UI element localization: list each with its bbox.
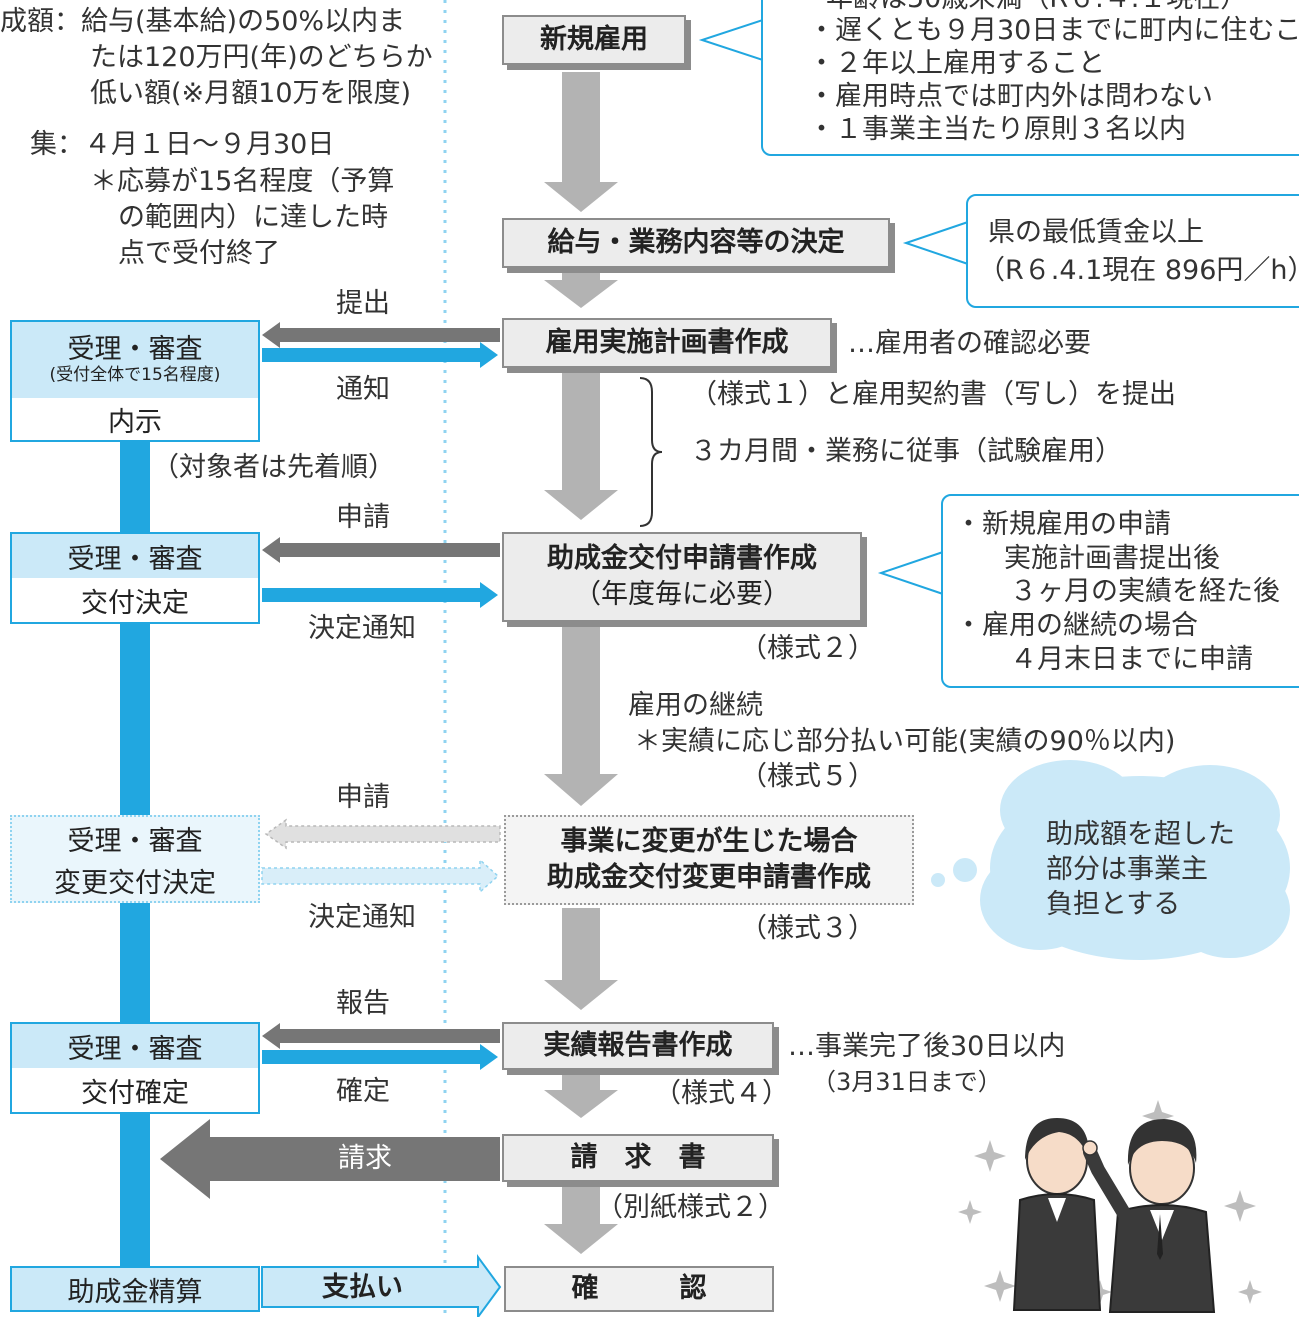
step-plan: 雇用実施計画書作成: [502, 318, 832, 368]
callout-hire-conditions: [761, 0, 1299, 156]
cloud-line-1: 部分は事業主: [1046, 854, 1208, 885]
review-4-title: 受理・審査: [12, 1024, 258, 1068]
review-3-title: 受理・審査: [67, 825, 203, 857]
review-3-result: 変更交付決定: [54, 867, 216, 899]
step-report: 実績報告書作成: [502, 1022, 774, 1070]
review-4-result: 交付確定: [81, 1077, 189, 1109]
target-note: （対象者は先着順）: [152, 452, 395, 483]
wage-line-1: （R６.4.1現在 896円／h）: [978, 255, 1299, 286]
review-box-1: 受理・審査 (受付全体で15名程度) 内示: [10, 320, 260, 442]
apply-line-2: ３ヶ月の実績を経た後: [1010, 576, 1280, 607]
apply-line-3: ・雇用の継続の場合: [955, 610, 1198, 641]
settle-label: 助成金精算: [12, 1268, 258, 1310]
period-line-1: 集：４月１日～９月30日: [30, 129, 335, 160]
arrow-apply2: [264, 818, 501, 850]
review-2-title: 受理・審査: [12, 534, 258, 578]
pointer-wage: [902, 221, 969, 265]
cloud-line-0: 助成額を超した: [1046, 819, 1235, 850]
step-new-hire: 新規雇用: [502, 15, 686, 65]
label-decision: 決定通知: [308, 613, 416, 644]
arrow-submit: [262, 322, 500, 348]
label-apply2: 申請: [336, 782, 390, 813]
arrow-apply: [262, 537, 500, 563]
settle-box: 助成金精算: [10, 1266, 260, 1312]
down-arrow-2: [544, 268, 618, 308]
form4-note: （様式４）: [654, 1078, 789, 1109]
hire-cond-4: ・１事業主当たり原則３名以内: [808, 114, 1186, 145]
arrow-report: [262, 1023, 500, 1049]
form3-note: （様式３）: [740, 913, 875, 944]
label-report: 報告: [336, 988, 390, 1019]
plan-note: …雇用者の確認必要: [848, 328, 1091, 359]
review-1-title: 受理・審査: [67, 334, 203, 365]
down-arrow-3: [544, 370, 618, 520]
review-box-4: 受理・審査 交付確定: [10, 1022, 260, 1114]
step-confirm: 確 認: [504, 1266, 774, 1312]
cloud-line-2: 負担とする: [1046, 889, 1181, 920]
down-arrow-1: [544, 72, 618, 212]
period-line-4: 点で受付終了: [118, 238, 280, 269]
label-submit: 提出: [336, 288, 390, 319]
label-notify: 通知: [336, 374, 390, 405]
arrow-decision2: [261, 858, 500, 894]
form2-note: （様式２）: [740, 633, 875, 664]
amount-line-1: 成額：給与(基本給)の50%以内ま: [0, 6, 406, 37]
hire-cond-0: 年齢は50歳未満（R６.４.１現在）: [826, 0, 1247, 16]
hire-cond-2: ・２年以上雇用すること: [808, 48, 1105, 79]
pointer-apply: [877, 551, 944, 595]
callout-min-wage: [966, 194, 1299, 308]
apply-line-0: ・新規雇用の申請: [955, 509, 1171, 540]
step-invoice: 請 求 書: [502, 1134, 774, 1182]
review-1-note: (受付全体で15名程度): [49, 365, 221, 385]
continue-note: 雇用の継続: [628, 690, 763, 721]
down-arrow-6: [544, 1072, 618, 1118]
arrow-fixed: [262, 1044, 498, 1070]
down-arrow-4: [544, 624, 618, 806]
brace: [639, 377, 663, 527]
plan-docs-note: （様式１）と雇用契約書（写し）を提出: [690, 379, 1176, 410]
wage-line-0: 県の最低賃金以上: [988, 217, 1204, 248]
step-salary: 給与・業務内容等の決定: [502, 218, 890, 268]
label-decision2: 決定通知: [308, 902, 416, 933]
annex2-note: （別紙様式２）: [596, 1192, 785, 1223]
down-arrow-7: [544, 1184, 618, 1254]
partial-note: ＊実績に応じ部分払い可能(実績の90％以内): [634, 726, 1176, 757]
review-1-result: 内示: [108, 406, 162, 438]
review-2-result: 交付決定: [81, 587, 189, 619]
arrow-decision: [262, 582, 498, 608]
label-claim: 請求: [338, 1143, 392, 1174]
arrow-notify: [262, 342, 498, 368]
report-note-2: （3月31日まで）: [812, 1068, 1002, 1096]
callout-apply-timing: [941, 494, 1299, 688]
form5-note: （様式５）: [740, 761, 875, 792]
pointer-hire: [698, 19, 764, 61]
business-people-illustration: [958, 1100, 1262, 1313]
review-box-2: 受理・審査 交付決定: [10, 532, 260, 624]
cloud-shape: [931, 760, 1290, 960]
step-grant-app: 助成金交付申請書作成（年度毎に必要）: [502, 532, 862, 622]
apply-line-4: ４月末日までに申請: [1010, 644, 1253, 675]
trial-note: ３カ月間・業務に従事（試験雇用）: [690, 436, 1122, 467]
step-change: 事業に変更が生じた場合助成金交付変更申請書作成: [504, 815, 914, 905]
review-box-3: 受理・審査 変更交付決定: [10, 815, 260, 903]
down-arrow-5: [544, 908, 618, 1010]
label-fixed: 確定: [336, 1076, 390, 1107]
amount-line-3: 低い額(※月額10万を限度): [90, 78, 412, 109]
arrow-claim: [160, 1119, 500, 1199]
apply-line-1: 実施計画書提出後: [1004, 543, 1220, 574]
pay-label: 支払い: [322, 1272, 403, 1303]
label-apply: 申請: [336, 502, 390, 533]
arrow-pay: [261, 1253, 502, 1317]
report-note-1: …事業完了後30日以内: [788, 1031, 1066, 1062]
hire-cond-1: ・遅くとも９月30日までに町内に住むこと: [808, 15, 1299, 46]
period-line-3: の範囲内）に達した時: [118, 202, 388, 233]
hire-cond-3: ・雇用時点では町内外は問わない: [808, 81, 1213, 112]
period-line-2: ＊応募が15名程度（予算: [90, 166, 395, 197]
amount-line-2: たは120万円(年)のどちらか: [90, 42, 433, 73]
